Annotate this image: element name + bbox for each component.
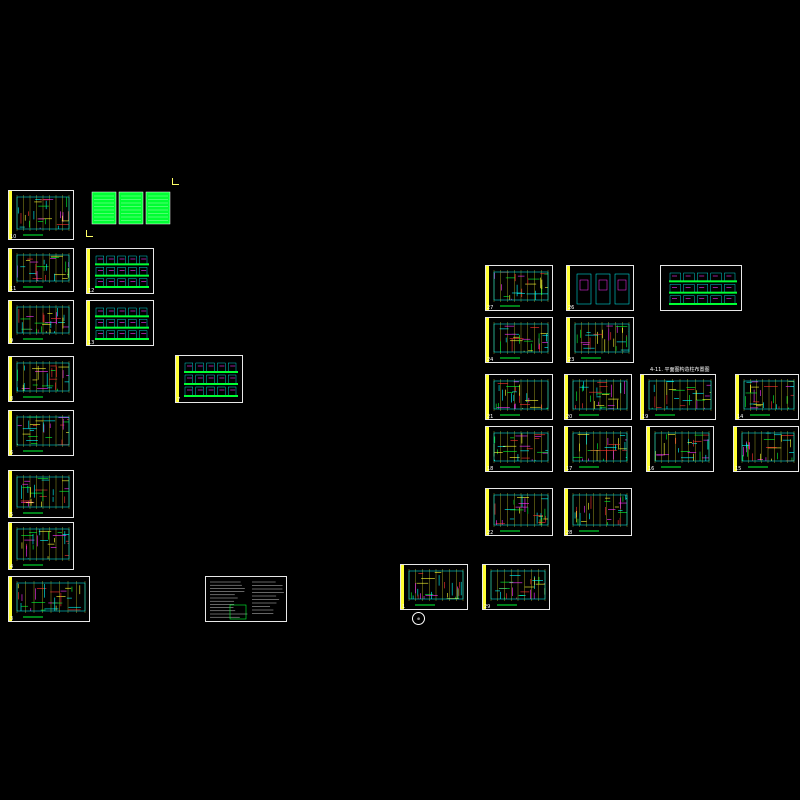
sheet-number: 11 xyxy=(10,286,17,292)
sheet-10[interactable]: 10 xyxy=(8,190,74,240)
sheet-20[interactable]: 20 xyxy=(564,374,632,420)
sheet-number: 3 xyxy=(10,616,14,622)
sheet-22[interactable]: 22 xyxy=(485,488,553,536)
sheet-number: 27 xyxy=(487,305,494,311)
sheet-number: 20 xyxy=(566,414,573,420)
sheet-13[interactable]: 13 xyxy=(86,300,154,346)
sheet-27[interactable]: 27 xyxy=(485,265,553,311)
sheet-number: 24 xyxy=(487,357,494,363)
sheet-3[interactable]: 3 xyxy=(8,576,90,622)
sheet-2[interactable] xyxy=(205,576,287,622)
sheet-16[interactable]: 16 xyxy=(646,426,714,472)
sheet-14[interactable]: 14 xyxy=(735,374,799,420)
sheet-number: 8 xyxy=(10,396,14,402)
sheet-21[interactable]: 21 xyxy=(485,374,553,420)
sheet-28[interactable]: 28 xyxy=(564,488,632,536)
sheet-number: 17 xyxy=(566,466,573,472)
sheet-5[interactable]: 5 xyxy=(8,470,74,518)
sheet-9[interactable]: 9 xyxy=(8,300,74,344)
sheet-number: 29 xyxy=(484,604,491,610)
sheet-7[interactable]: 7 xyxy=(175,355,243,403)
sheet-number: 18 xyxy=(487,466,494,472)
sheet-6[interactable]: 6 xyxy=(8,410,74,456)
sheet-number: 14 xyxy=(737,414,744,420)
sheet-25[interactable] xyxy=(660,265,742,311)
sheet-24[interactable]: 24 xyxy=(485,317,553,363)
sheet-number: 16 xyxy=(648,466,655,472)
north-arrow-icon: ⊕ xyxy=(412,612,425,625)
sheet-number: 4 xyxy=(10,564,14,570)
sheet-tables[interactable] xyxy=(90,190,172,226)
sheet-number: 28 xyxy=(566,530,573,536)
crop-mark-bottom xyxy=(86,230,93,237)
sheet-number: 26 xyxy=(568,305,575,311)
drawing-title: 4-11. 平面图构造柱布置图 xyxy=(650,367,710,373)
sheet-number: 1 xyxy=(402,604,406,610)
sheet-number: 22 xyxy=(487,530,494,536)
sheet-12[interactable]: 12 xyxy=(86,248,154,294)
sheet-number: 21 xyxy=(487,414,494,420)
sheet-17[interactable]: 17 xyxy=(564,426,632,472)
sheet-4[interactable]: 4 xyxy=(8,522,74,570)
sheet-number: 23 xyxy=(568,357,575,363)
sheet-number: 19 xyxy=(642,414,649,420)
sheet-number: 9 xyxy=(10,338,14,344)
sheet-number: 10 xyxy=(10,234,17,240)
sheet-23[interactable]: 23 xyxy=(566,317,634,363)
sheet-19[interactable]: 19 xyxy=(640,374,716,420)
sheet-number: 15 xyxy=(735,466,742,472)
sheet-26[interactable]: 26 xyxy=(566,265,634,311)
sheet-number: 6 xyxy=(10,450,14,456)
sheet-29[interactable]: 29 xyxy=(482,564,550,610)
sheet-1[interactable]: 1 xyxy=(400,564,468,610)
sheet-number: 13 xyxy=(88,340,95,346)
crop-mark-top xyxy=(172,178,179,185)
sheet-18[interactable]: 18 xyxy=(485,426,553,472)
sheet-number: 7 xyxy=(177,397,181,403)
sheet-number: 5 xyxy=(10,512,14,518)
sheet-number: 12 xyxy=(88,288,95,294)
sheet-15[interactable]: 15 xyxy=(733,426,799,472)
sheet-8[interactable]: 8 xyxy=(8,356,74,402)
sheet-11[interactable]: 11 xyxy=(8,248,74,292)
